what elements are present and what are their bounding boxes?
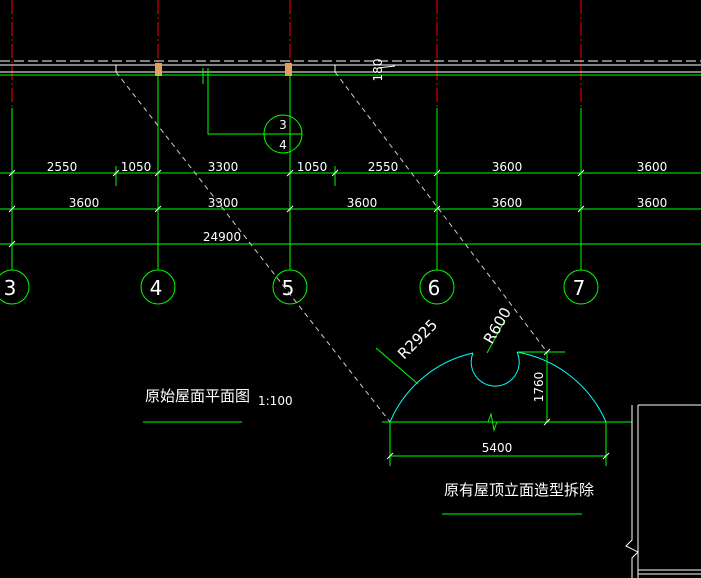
dim-row1-5: 2550 — [368, 160, 399, 174]
axis-label-3: 3 — [4, 276, 17, 300]
top-dim-label: 180 — [371, 59, 385, 82]
plan-scale: 1:100 — [258, 394, 293, 408]
axis-label-4: 4 — [150, 276, 163, 300]
axis-centerlines — [11, 0, 582, 108]
dim-row1-4: 1050 — [297, 160, 328, 174]
elevation-title: 原有屋顶立面造型拆除 — [444, 481, 594, 499]
column-marker-5 — [285, 63, 292, 76]
column-marker-4 — [155, 63, 162, 76]
axis-bubble-4 — [140, 269, 176, 305]
adjacent-structure — [625, 404, 701, 578]
elevation-profile — [389, 351, 607, 423]
dim-row2-1: 3600 — [69, 196, 100, 210]
section-bubble-bottom: 4 — [279, 138, 287, 152]
dim-row1-6: 3600 — [492, 160, 523, 174]
radius-large-label: R2925 — [394, 316, 441, 363]
plan-title: 原始屋面平面图 — [145, 387, 250, 405]
axis-bubble-3 — [0, 269, 30, 305]
axis-label-5: 5 — [282, 276, 295, 300]
width-dim-label: 5400 — [482, 441, 513, 455]
dim-row1-2: 1050 — [121, 160, 152, 174]
dim-row2-4: 3600 — [492, 196, 523, 210]
dim-row2-5: 3600 — [637, 196, 668, 210]
axis-bubble-5 — [272, 269, 308, 305]
dim-row2-3: 3600 — [347, 196, 378, 210]
dim-row1-3: 3300 — [208, 160, 239, 174]
dim-row1-1: 2550 — [47, 160, 78, 174]
elevation-ticks — [386, 348, 610, 460]
projection-lines — [115, 71, 548, 423]
axis-bubble-6 — [419, 269, 455, 305]
dimension-ticks — [8, 169, 585, 248]
elevation-dims — [375, 319, 632, 466]
axis-bubbles — [0, 269, 599, 305]
section-leader — [202, 68, 303, 154]
dimension-lines — [0, 166, 701, 245]
axis-bubble-7 — [563, 269, 599, 305]
dim-row2-2: 3300 — [208, 196, 239, 210]
dim-total: 24900 — [203, 230, 241, 244]
dim-row1-7: 3600 — [637, 160, 668, 174]
height-dim-label: 1760 — [532, 372, 546, 403]
axis-label-7: 7 — [573, 276, 586, 300]
radius-small-label: R600 — [480, 304, 515, 347]
axis-label-6: 6 — [428, 276, 441, 300]
roof-edge: 180 — [0, 59, 701, 82]
section-bubble-top: 3 — [279, 118, 287, 132]
